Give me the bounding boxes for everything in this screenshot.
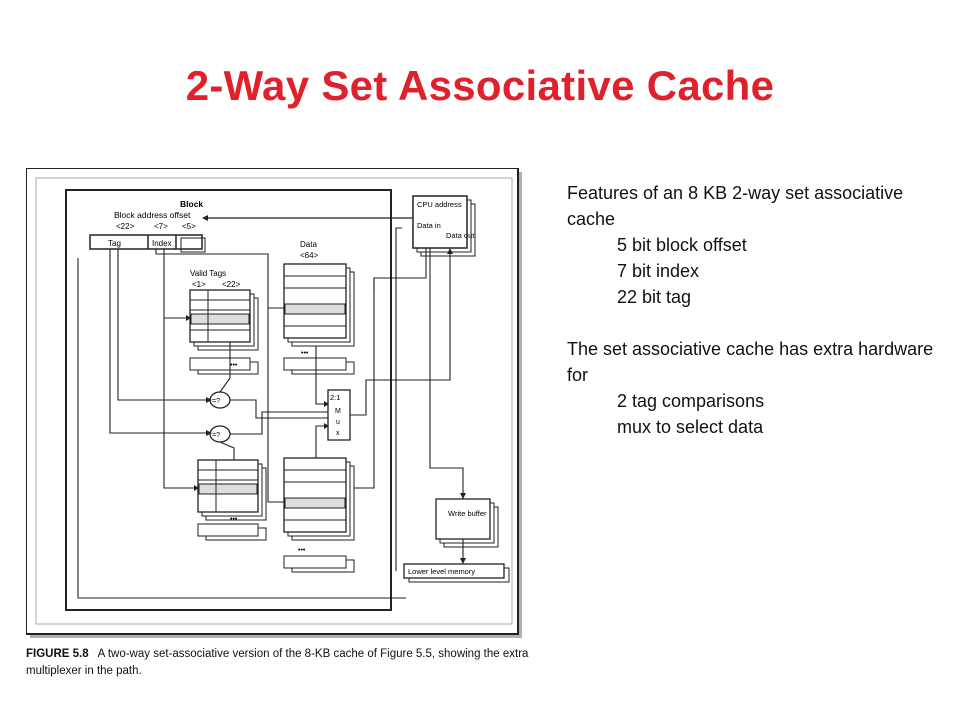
- figure-caption: FIGURE 5.8 A two-way set-associative ver…: [26, 646, 546, 680]
- block-label: Block: [180, 199, 203, 209]
- tag-bits-label: <22>: [116, 222, 135, 231]
- offset-register-shadow: [180, 237, 206, 253]
- hardware-item: mux to select data: [617, 417, 764, 437]
- comparator-way0-label: =?: [212, 398, 220, 405]
- hardware-intro: The set associative cache has extra hard…: [567, 339, 934, 385]
- tag-way0-ellipsis: •••: [230, 362, 238, 369]
- data-way1-ellipsis: •••: [298, 547, 306, 554]
- cpu-address-label: CPU address: [417, 200, 462, 209]
- lower-memory: [403, 563, 510, 583]
- data-array-way0: [283, 263, 355, 347]
- cache-diagram-svg: Block Block address offset <22> <7> <5> …: [25, 167, 522, 638]
- tag-field-label: Tag: [108, 239, 121, 248]
- offset-bits-label: <5>: [182, 222, 196, 231]
- valid-tag-bits-label: <22>: [222, 280, 241, 289]
- data-array-way0-bottom: [283, 357, 355, 375]
- cpu-box: [412, 195, 468, 249]
- cache-diagram: Block Block address offset <22> <7> <5> …: [25, 167, 531, 648]
- tag-array-way1-bottom: [197, 523, 267, 541]
- notes-panel: Features of an 8 KB 2-way set associativ…: [567, 180, 947, 440]
- tag-way1-ellipsis: •••: [230, 516, 238, 523]
- figure-number: FIGURE 5.8: [26, 648, 89, 660]
- data-array-way1: [283, 457, 355, 541]
- mux-ratio-label: 2:1: [330, 393, 340, 402]
- valid-tags-label: Valid Tags: [190, 269, 226, 278]
- feature-item: 7 bit index: [617, 261, 700, 281]
- mux-m-label: M: [335, 408, 341, 415]
- address-register: [89, 234, 203, 250]
- data-out-label: Data out: [446, 231, 475, 240]
- arrow-head: [202, 215, 208, 221]
- tag-array-way0: [189, 289, 259, 351]
- data-way0-ellipsis: •••: [301, 350, 309, 357]
- hardware-item: 2 tag comparisons: [617, 391, 765, 411]
- comparator-way1-label: =?: [212, 432, 220, 439]
- mux-u-label: u: [336, 419, 340, 426]
- write-buffer: [435, 498, 499, 548]
- data-array-way1-bottom: [283, 555, 355, 573]
- feature-item: 22 bit tag: [617, 287, 692, 307]
- mux-x-label: x: [336, 430, 340, 437]
- tag-array-way1: [197, 459, 267, 521]
- slide-title: 2-Way Set Associative Cache: [185, 62, 775, 109]
- data-in-label: Data in: [417, 221, 441, 230]
- index-field-label: Index: [152, 239, 172, 248]
- data-bits-label: <64>: [300, 251, 319, 260]
- feature-item: 5 bit block offset: [617, 235, 747, 255]
- spacer: [567, 310, 947, 336]
- connection-arrows: [186, 248, 466, 564]
- inner-frame: [65, 189, 392, 611]
- block-address-offset-label: Block address offset: [114, 210, 191, 220]
- data-label: Data: [300, 240, 317, 249]
- features-intro: Features of an 8 KB 2-way set associativ…: [567, 183, 904, 229]
- tag-array-way0-bottom: [189, 357, 259, 375]
- figure-caption-text: A two-way set-associative version of the…: [26, 648, 529, 677]
- write-buffer-label: Write buffer: [448, 509, 487, 518]
- connection-lines: [77, 227, 464, 599]
- inner-frame-edge: [35, 177, 513, 625]
- index-bits-label: <7>: [154, 222, 168, 231]
- lower-memory-label: Lower level memory: [408, 567, 475, 576]
- valid-bits-label: <1>: [192, 280, 206, 289]
